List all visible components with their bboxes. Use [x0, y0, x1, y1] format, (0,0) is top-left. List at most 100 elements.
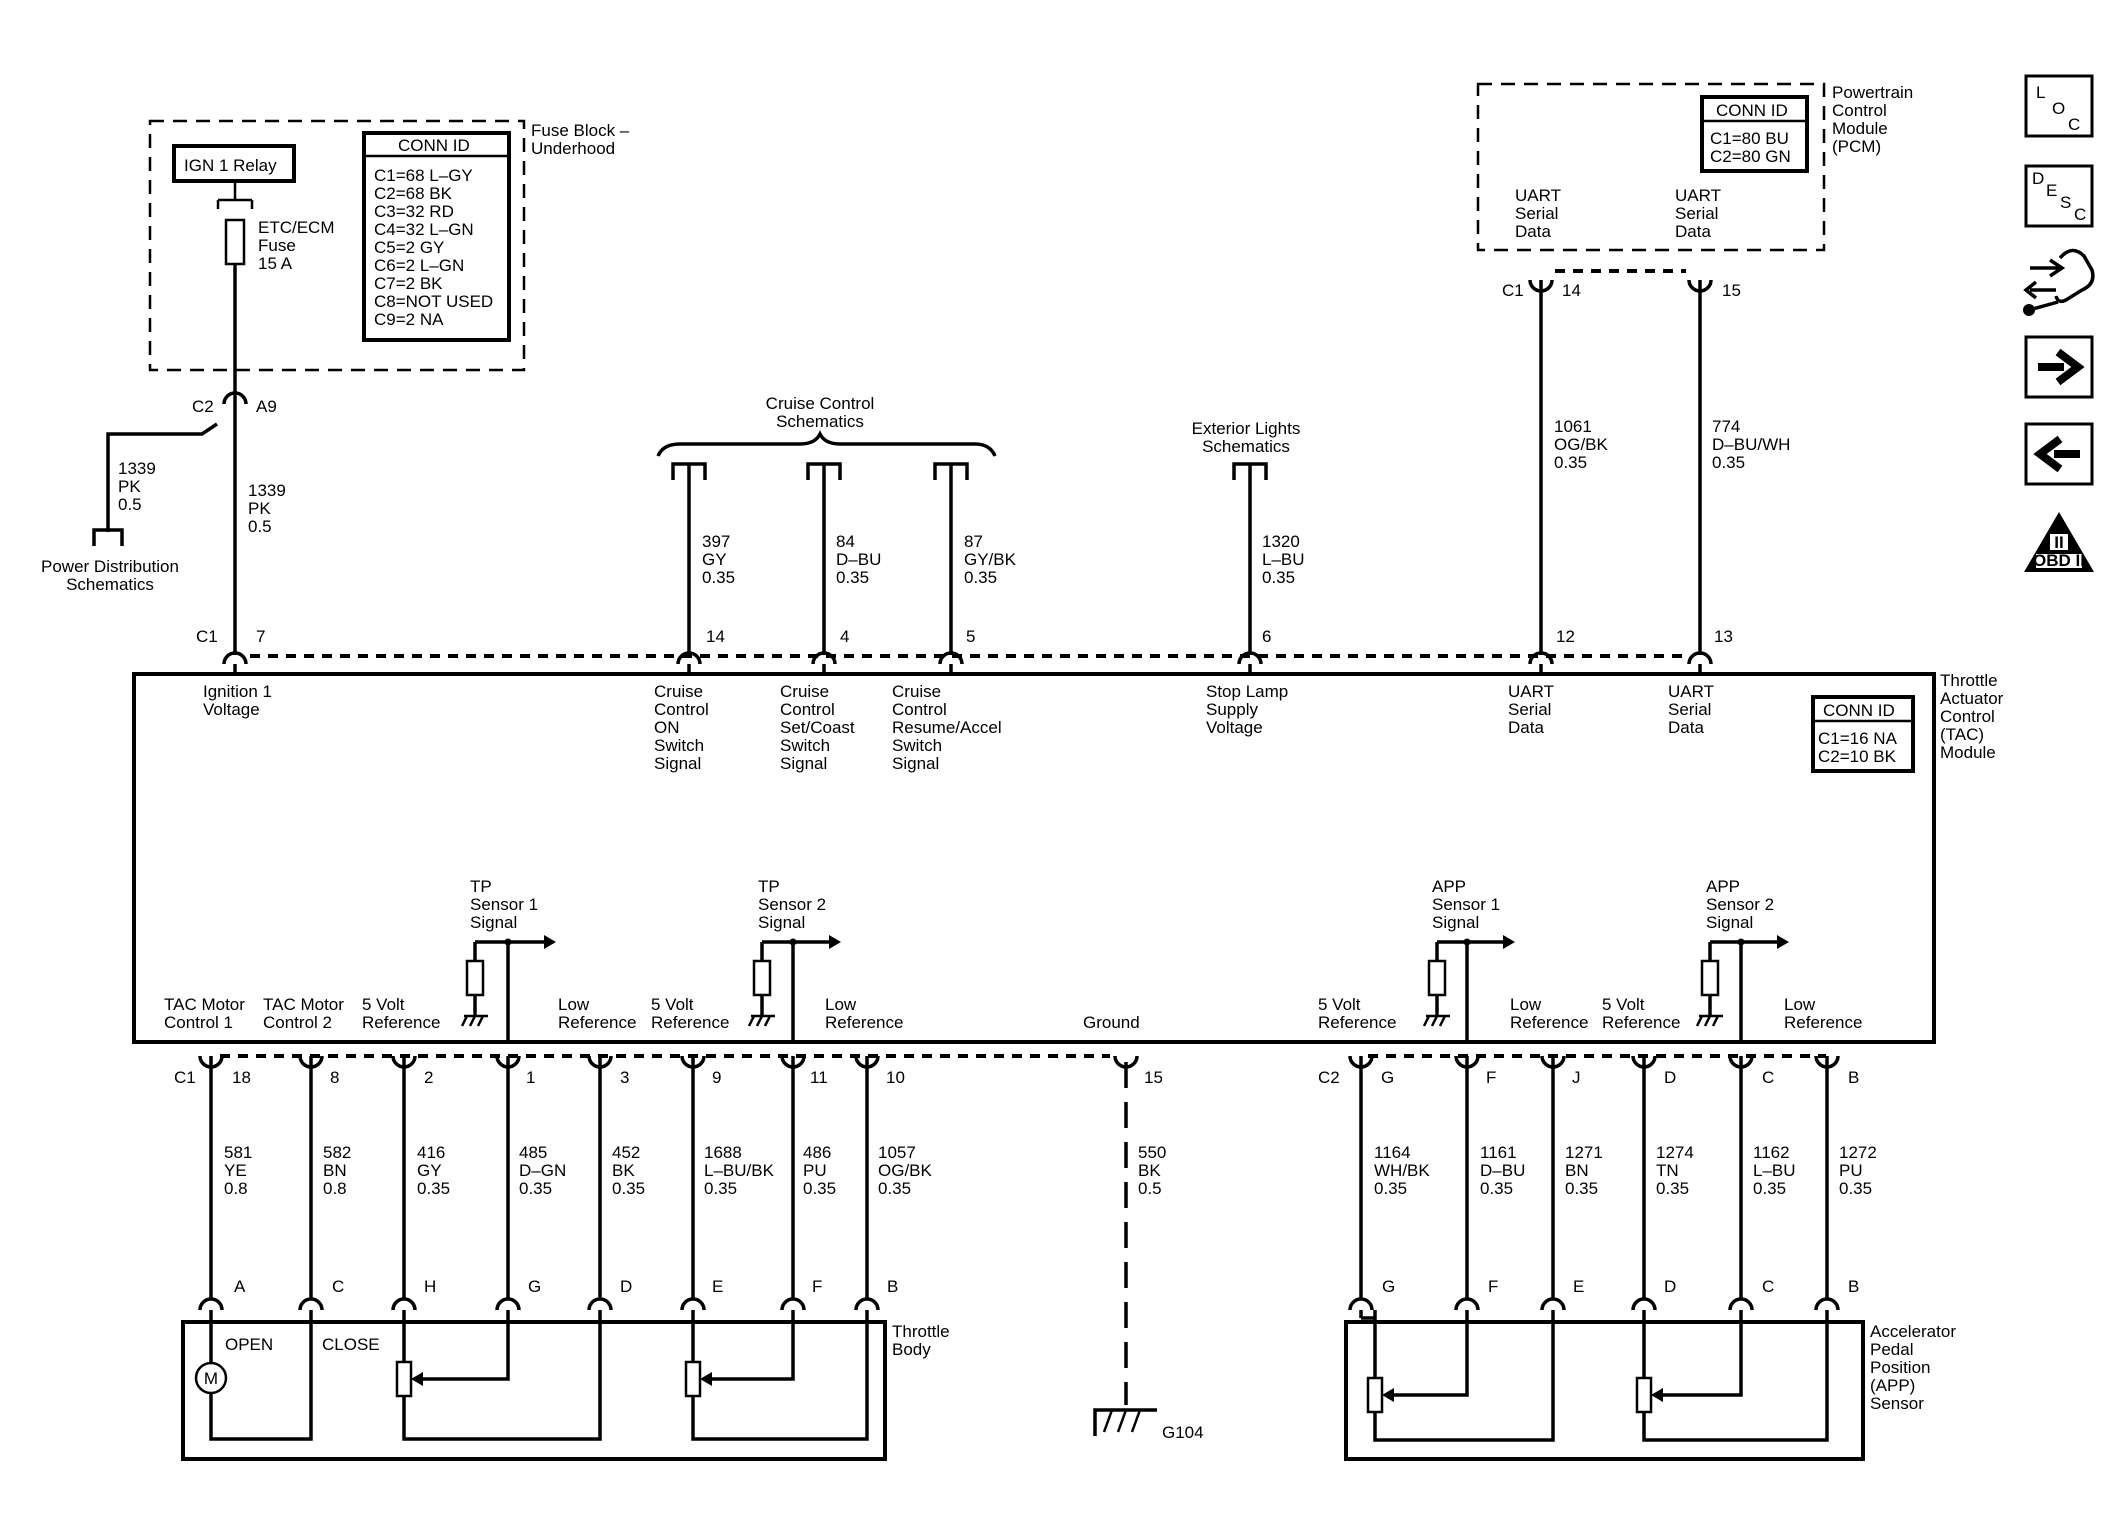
pin-label: Low [558, 995, 590, 1014]
pcm-uart1-label-1: UART [1515, 186, 1561, 205]
desc-icon[interactable] [2024, 164, 2094, 228]
pin-label: B [887, 1277, 898, 1296]
tp2-wiper-circuit [712, 1310, 795, 1381]
pin-label: Serial [1668, 700, 1711, 719]
wire-circuit: 416 [417, 1143, 445, 1162]
wire-circuit: 485 [519, 1143, 547, 1162]
wire-circuit: 486 [803, 1143, 831, 1162]
app-sensor-outline [1344, 1320, 1865, 1461]
pcm-title-3: Module [1832, 119, 1888, 138]
arrow-plug-icon[interactable] [2023, 280, 2056, 300]
wire-color: D–BU/WH [1712, 435, 1790, 454]
app1-label: Signal [1432, 913, 1479, 932]
throttle-body-title: Body [892, 1340, 931, 1359]
pin-label: Stop Lamp [1206, 682, 1288, 701]
wire-circuit: 1164 [1374, 1143, 1411, 1162]
pin-label: 2 [424, 1068, 433, 1087]
desc-letter: D [2032, 169, 2044, 188]
app2-potentiometer-icon [1635, 1376, 1653, 1414]
obd-ii-button[interactable]: II OBD II [2024, 512, 2094, 572]
obd-label: OBD II [2033, 551, 2085, 570]
wire-color: OG/BK [1554, 435, 1609, 454]
wire-416-id: 416 GY 0.35 [417, 1143, 450, 1198]
pin-14-label: 14 [706, 627, 725, 646]
app2-label: Signal [1706, 913, 1753, 932]
app-sensor: Accelerator Pedal Position (APP) Sensor [1344, 1310, 1956, 1461]
wire-84-id: 84 D–BU 0.35 [836, 532, 881, 587]
arrow-plug-icon[interactable] [2030, 258, 2066, 278]
pin-h-connector-icon [391, 1297, 417, 1311]
loc-letter: C [2068, 115, 2080, 134]
fuse-icon [224, 218, 246, 266]
pin-label: Set/Coast [780, 718, 855, 737]
pin-label: F [1488, 1277, 1498, 1296]
wire-circuit: 582 [323, 1143, 351, 1162]
pin-label: Reference [362, 1013, 440, 1032]
fuse-conn-id-table [362, 131, 511, 342]
pcm-uart1-label-3: Data [1515, 222, 1551, 241]
arrow-left-icon[interactable] [2033, 435, 2080, 473]
wire-452-id: 452 BK 0.35 [612, 1143, 645, 1198]
pin-6-connector-icon [1237, 651, 1263, 665]
obd-numeral: II [2054, 533, 2063, 552]
ground-bar-icon [1093, 1408, 1157, 1436]
wire-1274-id: 1274 TN 0.35 [1656, 1143, 1694, 1198]
pin-label: C [1762, 1277, 1774, 1296]
pin-label: Data [1668, 718, 1704, 737]
pin-label: Low [1510, 995, 1542, 1014]
pin-label: 9 [712, 1068, 721, 1087]
wire-gauge: 0.35 [519, 1179, 552, 1198]
tac-top-wires: 1339 PK 0.5 397 GY 0.35 84 D–BU 0.35 87 … [196, 280, 1790, 674]
fuse-conn-id: C1=68 L–GY [374, 166, 473, 185]
tac-conn-id: C1=16 NA [1818, 729, 1898, 748]
pin-label: Supply [1206, 700, 1258, 719]
exterior-lights-schematics: Exterior Lights Schematics [1192, 419, 1300, 480]
pin-label: Serial [1508, 700, 1551, 719]
app2-label: APP [1706, 877, 1740, 896]
sidebar: L O C D E S C [2023, 74, 2095, 572]
wire-550-id: 550 BK 0.5 [1138, 1143, 1166, 1198]
tp2-potentiometer-icon [684, 1360, 702, 1398]
tp1-label: Signal [470, 913, 517, 932]
pin-label: 10 [886, 1068, 905, 1087]
loc-button[interactable]: L O C [2024, 74, 2094, 138]
previous-page-button[interactable] [2024, 422, 2094, 486]
wire-1271-id: 1271 BN 0.35 [1565, 1143, 1603, 1198]
fuse-conn-id: C5=2 GY [374, 238, 444, 257]
desc-letter: C [2074, 205, 2086, 224]
loc-icon[interactable] [2024, 74, 2094, 138]
wire-color: BK [612, 1161, 635, 1180]
pin-12-connector-icon [1528, 651, 1554, 665]
wire-color: L–BU [1262, 550, 1305, 569]
tp1-label: TP [470, 877, 492, 896]
wire-circuit: 1274 [1656, 1143, 1694, 1162]
pin-label: 8 [330, 1068, 339, 1087]
pd-wire-circuit: 1339 [118, 459, 156, 478]
pcm-title-4: (PCM) [1832, 137, 1881, 156]
pin-label: E [1573, 1277, 1584, 1296]
wire-circuit: 581 [224, 1143, 252, 1162]
pcm-uart1-label-2: Serial [1515, 204, 1558, 223]
wire-gauge: 0.35 [836, 568, 869, 587]
arrow-right-icon[interactable] [2038, 348, 2085, 386]
pin-5-label: 5 [966, 627, 975, 646]
wire-gauge: 0.35 [1753, 1179, 1786, 1198]
fuse-label-1: ETC/ECM [258, 218, 335, 237]
app-sensor-title: Pedal [1870, 1340, 1913, 1359]
pcm-uart2-label-3: Data [1675, 222, 1711, 241]
ground-id: G104 [1162, 1423, 1204, 1442]
tac-top-conn-label: C1 [196, 627, 218, 646]
tac-conn-id: C2=10 BK [1818, 747, 1897, 766]
app-sensor-1-signal-circuit: APP Sensor 1 Signal [1422, 877, 1515, 1042]
pin-label: G [528, 1277, 541, 1296]
pin-label: Voltage [203, 700, 260, 719]
wire-gauge: 0.8 [323, 1179, 347, 1198]
desc-button[interactable]: D E S C [2024, 164, 2094, 228]
next-page-button[interactable] [2024, 335, 2094, 399]
wire-582-id: 582 BN 0.8 [323, 1143, 351, 1198]
tac-module: Throttle Actuator Control (TAC) Module C… [132, 671, 2004, 1044]
wire-486-id: 486 PU 0.35 [803, 1143, 836, 1198]
wrench-icon[interactable] [2054, 248, 2095, 304]
pin-c-connector-icon [1728, 1297, 1754, 1311]
connector-tool-button[interactable] [2023, 248, 2095, 316]
